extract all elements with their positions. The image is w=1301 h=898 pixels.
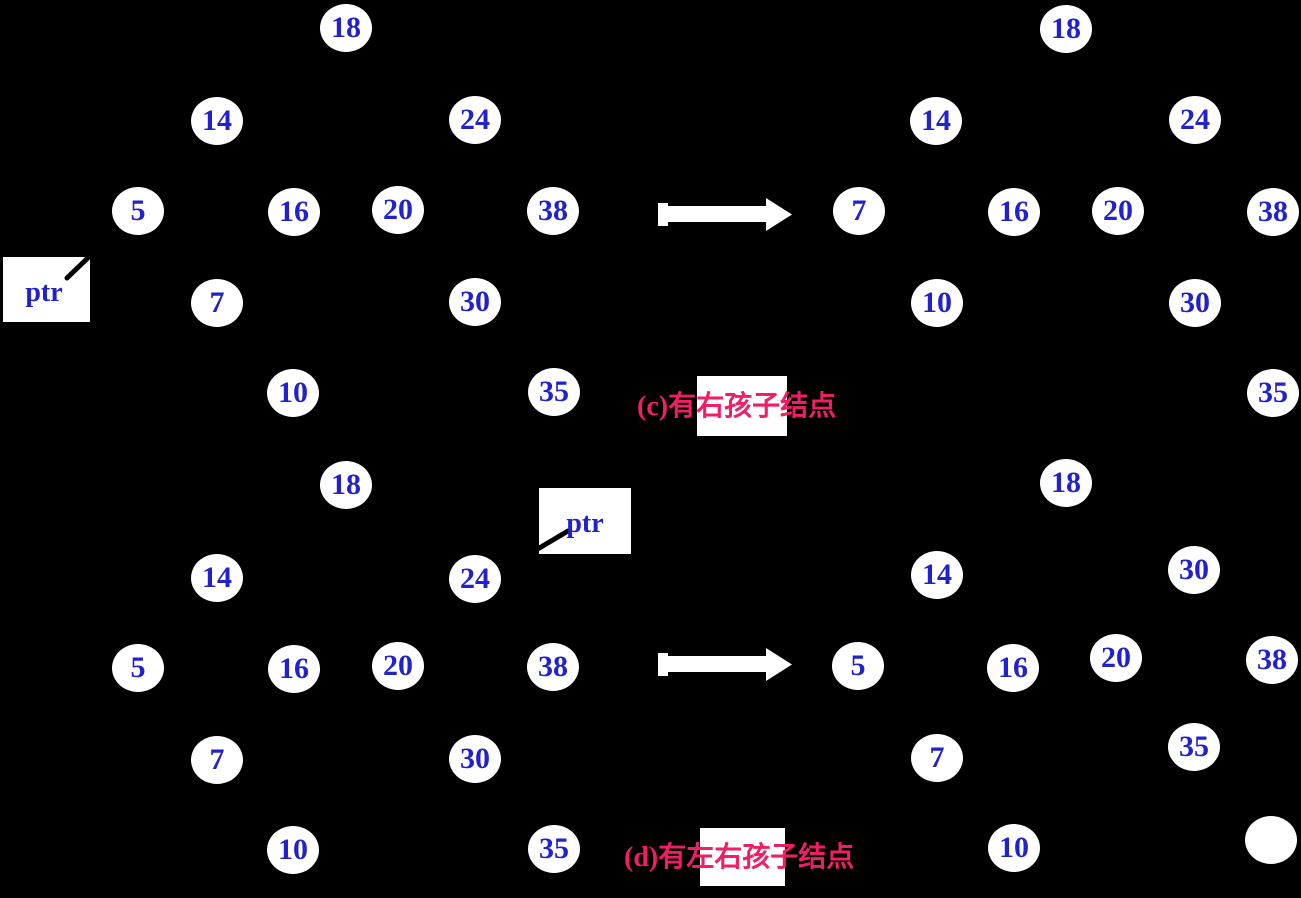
tree-node: 38: [527, 187, 579, 235]
tree-node: 18: [320, 4, 372, 52]
caption-d: (d)有左右孩子结点: [624, 842, 855, 873]
tree-node: 35: [528, 368, 580, 416]
tree-node: 7: [911, 734, 963, 782]
caption-c: (c)有右孩子结点: [637, 391, 837, 422]
tree-node: 14: [191, 97, 243, 145]
tree-node: 35: [528, 825, 580, 873]
tree-node: 16: [268, 188, 320, 236]
tree-node: 35: [1247, 369, 1299, 417]
tree-node: 38: [527, 643, 579, 691]
tree-node: 16: [988, 188, 1040, 236]
tree-node: 14: [911, 551, 963, 599]
tree-node: 5: [832, 642, 884, 690]
tree-node: 14: [191, 554, 243, 602]
arrow-shape-d: [658, 648, 792, 681]
tree-node: 38: [1246, 636, 1298, 684]
tree-node: 18: [1040, 459, 1092, 507]
tree-node: 10: [267, 826, 319, 874]
caption-box-d: [700, 828, 785, 886]
tree-node: 5: [112, 187, 164, 235]
tree-node: 7: [191, 736, 243, 784]
tree-node: 16: [268, 645, 320, 693]
transform-arrow-c: [658, 198, 792, 231]
ptr-label-d: ptr: [566, 508, 604, 539]
tree-node: 24: [1169, 96, 1221, 144]
tree-node: 10: [988, 824, 1040, 872]
tree-node: 20: [1092, 187, 1144, 235]
tree-node: 16: [987, 644, 1039, 692]
tree-node: 7: [833, 187, 885, 235]
tree-node: 24: [449, 96, 501, 144]
tree-node: 30: [449, 278, 501, 326]
tree-node: 20: [372, 642, 424, 690]
tree-node: 10: [911, 279, 963, 327]
tree-node: 18: [320, 461, 372, 509]
tree-node: 5: [112, 644, 164, 692]
arrow-shape-c: [658, 198, 792, 231]
tree-node: 38: [1247, 188, 1299, 236]
tree-node: 18: [1040, 5, 1092, 53]
tree-node: 30: [449, 735, 501, 783]
transform-arrow-d: [658, 648, 792, 681]
caption-box-c: [697, 376, 787, 436]
tree-node: 14: [910, 97, 962, 145]
tree-node: 35: [1168, 723, 1220, 771]
tree-node: 20: [1090, 634, 1142, 682]
tree-node: 20: [372, 186, 424, 234]
tree-node: 30: [1169, 279, 1221, 327]
tree-node: 24: [449, 555, 501, 603]
tree-node-empty: [1245, 816, 1297, 864]
ptr-label-c: ptr: [25, 277, 63, 308]
tree-node: 10: [267, 369, 319, 417]
tree-node: 7: [191, 279, 243, 327]
tree-node: 30: [1168, 546, 1220, 594]
